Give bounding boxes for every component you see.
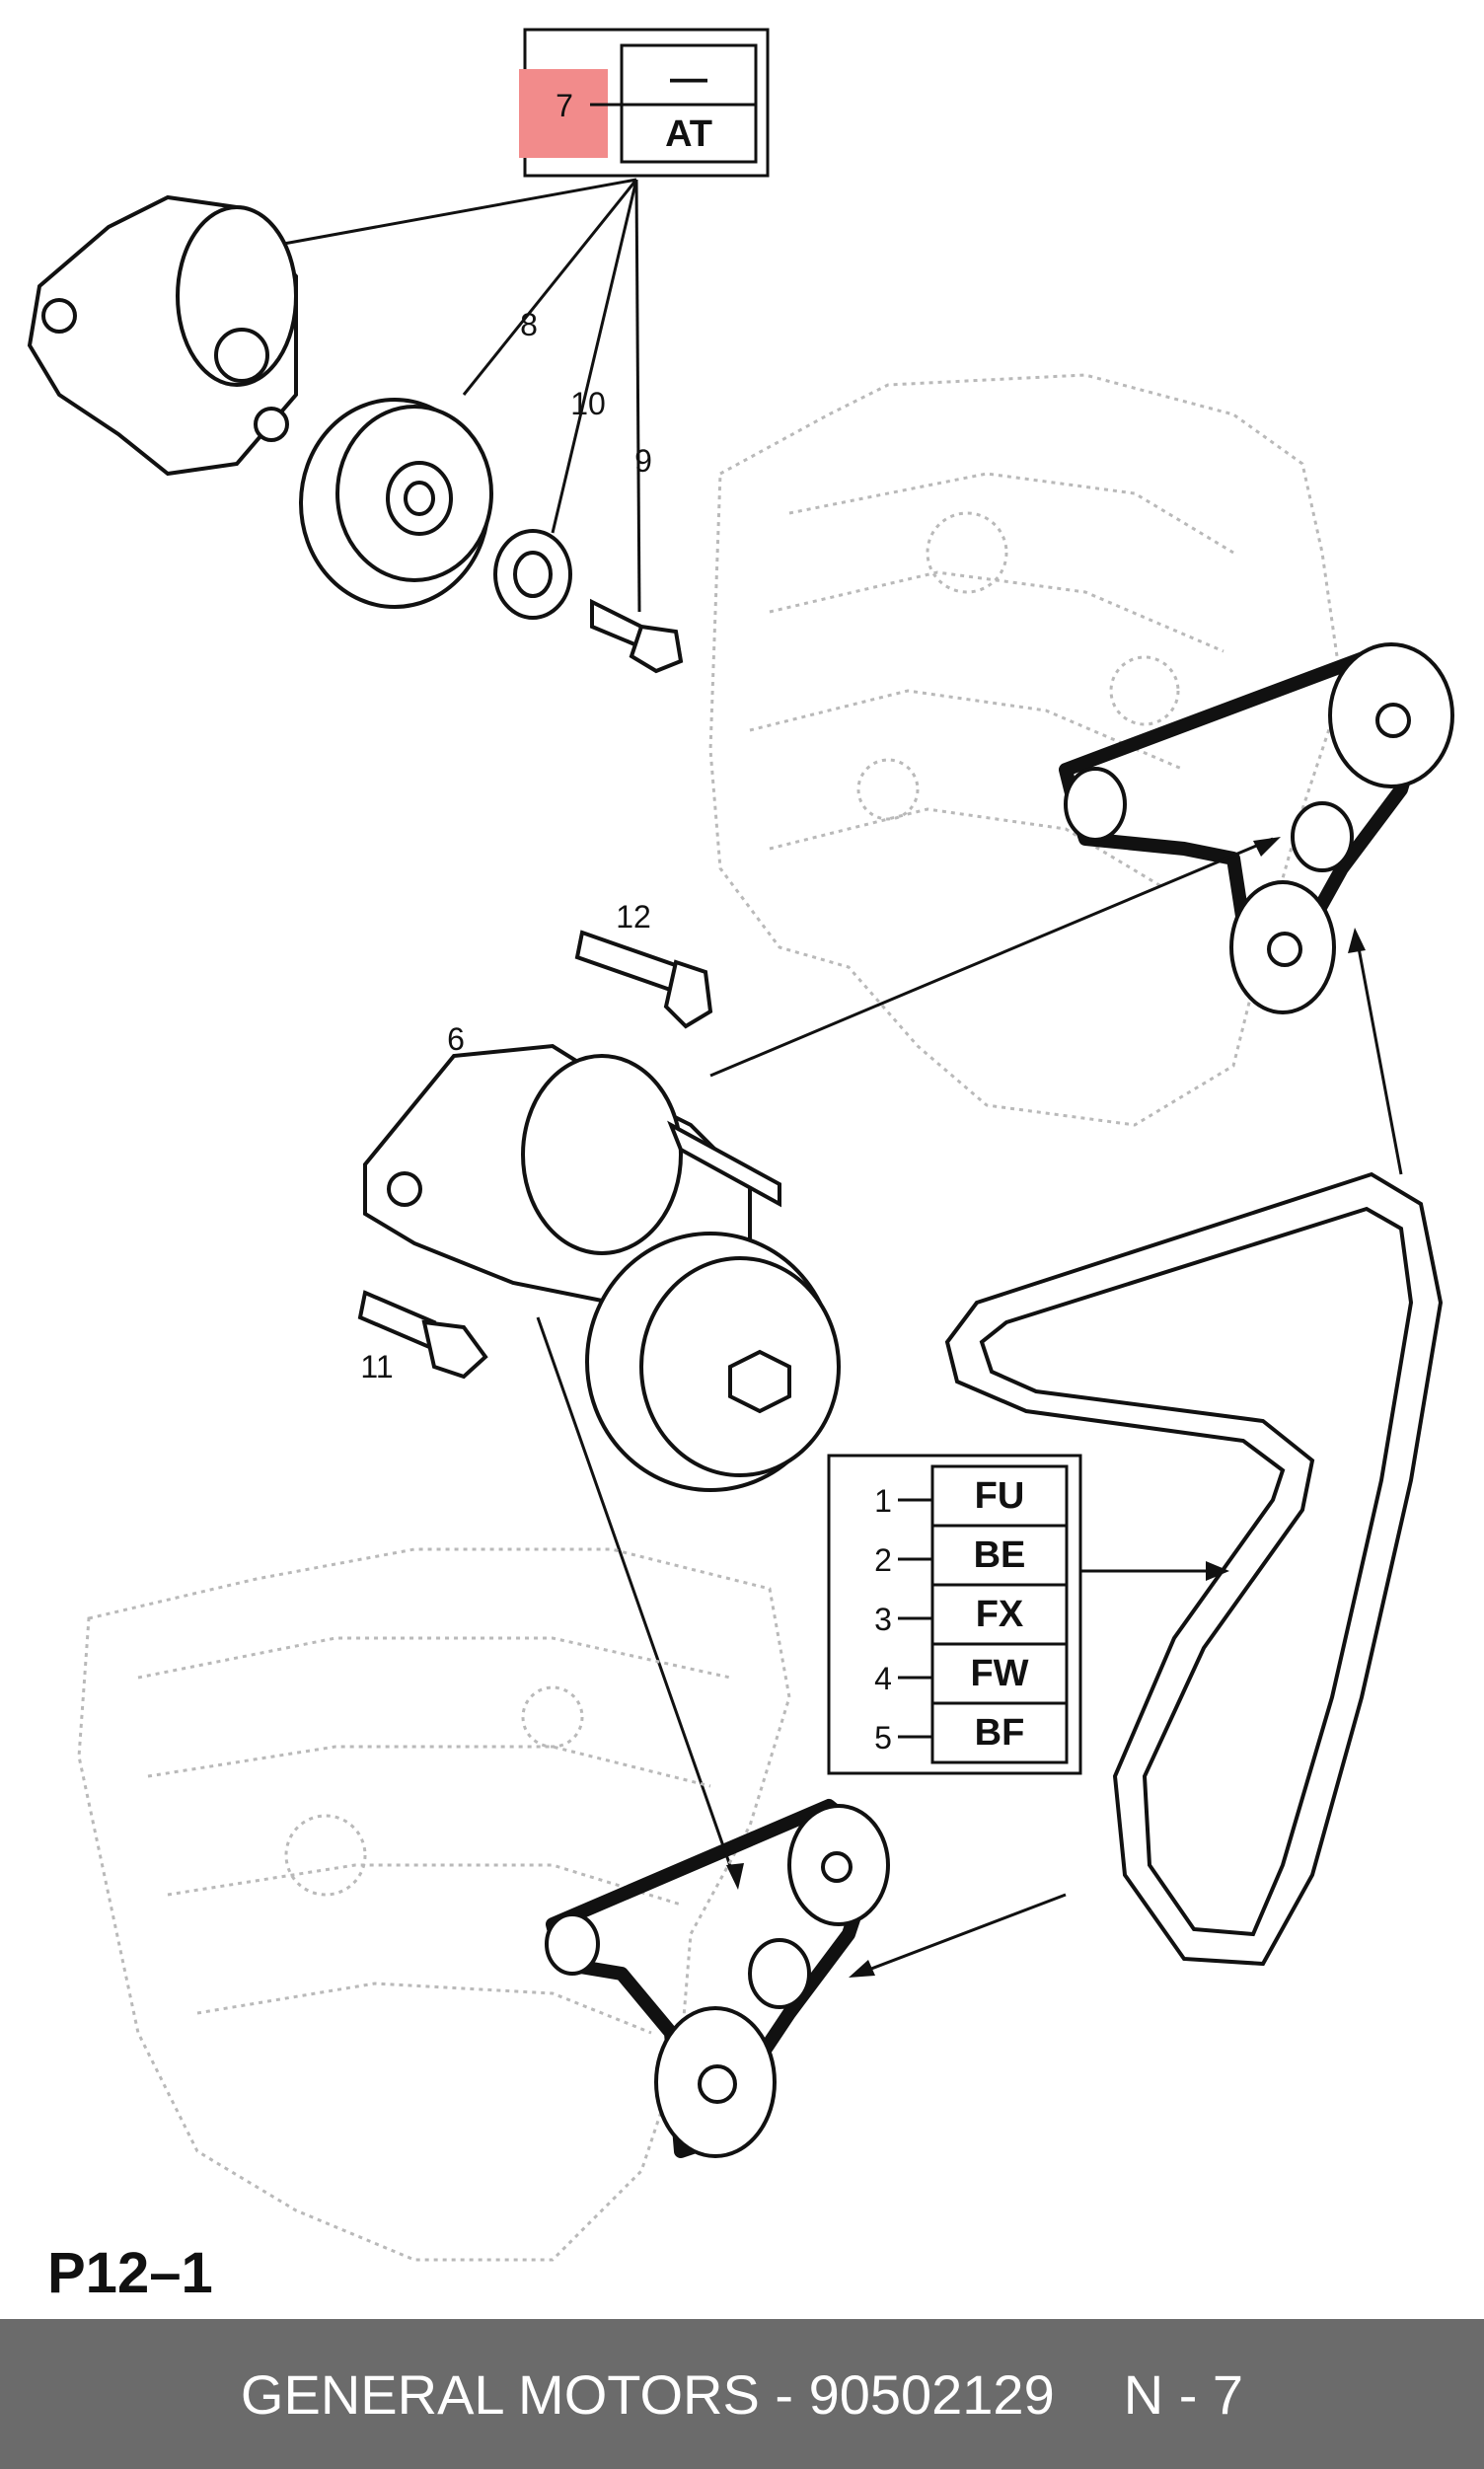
callout-6: 6	[447, 1021, 465, 1057]
exploded-parts-diagram: 7 — AT 8 10 9	[27, 28, 1454, 2262]
belt-code-legend: 1 2 3 4 5 FU BE FX FW BF	[827, 1454, 1082, 1775]
engine-outline-upper	[708, 373, 1344, 1127]
callout-9: 9	[634, 443, 652, 479]
engine-outline-lower	[77, 1547, 791, 2262]
washer	[493, 529, 572, 620]
legend-code-bf: BF	[975, 1712, 1025, 1754]
belt-drive-upper	[1059, 642, 1454, 1014]
variant-code-at: AT	[665, 113, 712, 155]
idler-pulley-top	[299, 398, 493, 609]
leader-lines-top	[277, 178, 641, 613]
page-label: P12–1	[47, 2241, 213, 2305]
legend-num-1: 1	[874, 1483, 892, 1519]
pointer-tensioner-to-upper-engine	[709, 837, 1274, 1078]
legend-num-5: 5	[874, 1720, 892, 1756]
tensioner-bracket-top	[27, 194, 298, 477]
legend-num-2: 2	[874, 1542, 892, 1578]
bolt-top	[590, 598, 684, 674]
callout-12: 12	[616, 899, 651, 935]
legend-code-fx: FX	[976, 1594, 1024, 1635]
callout-11: 11	[360, 1349, 393, 1384]
legend-num-3: 3	[874, 1602, 892, 1637]
ref-number-7: 7	[556, 88, 573, 123]
footer-brand-part-number: GENERAL MOTORS - 90502129	[240, 2362, 1055, 2426]
bolt-12	[574, 930, 713, 1029]
footer-reference: N - 7	[1123, 2362, 1244, 2426]
footer-bar: GENERAL MOTORS - 90502129 N - 7	[0, 2319, 1484, 2469]
variant-code-top: —	[670, 58, 707, 100]
pointer-belt-to-upper	[1355, 936, 1403, 1175]
belt-drive-lower	[545, 1799, 890, 2158]
callout-8: 8	[520, 307, 538, 342]
belt-tensioner-main	[363, 1043, 841, 1492]
variant-box: 7 — AT	[519, 28, 770, 178]
legend-num-4: 4	[874, 1661, 892, 1696]
bolt-11	[357, 1290, 488, 1380]
poly-v-belt	[944, 1171, 1444, 1967]
highlight-marker	[519, 69, 608, 158]
callout-10: 10	[570, 386, 606, 421]
pointer-tensioner-to-lower-engine	[536, 1316, 737, 1881]
pointer-belt-to-lower	[857, 1893, 1067, 1976]
legend-code-be: BE	[974, 1534, 1026, 1576]
legend-code-fu: FU	[975, 1475, 1025, 1517]
legend-code-fw: FW	[970, 1653, 1028, 1694]
